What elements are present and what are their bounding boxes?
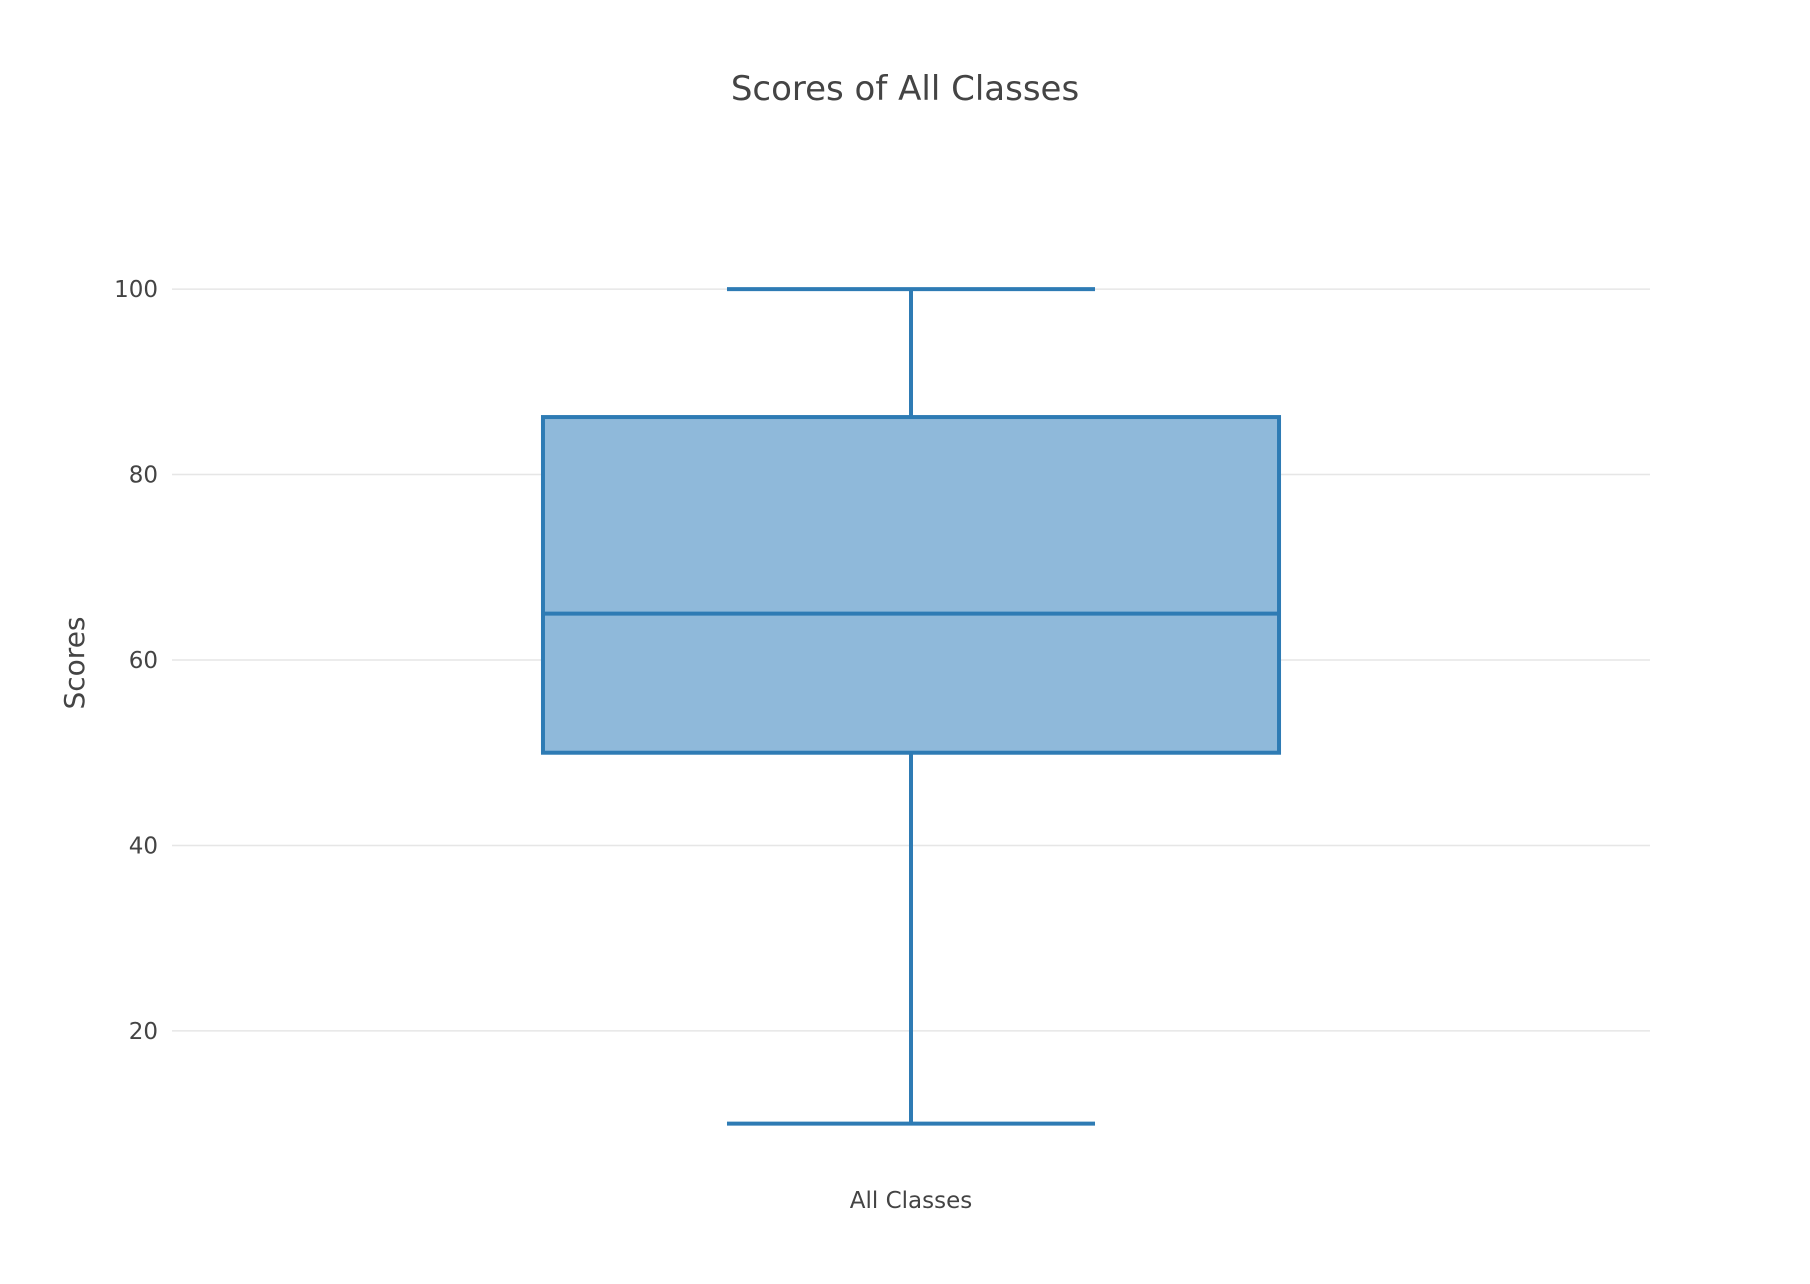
y-tick-label: 40 [129,833,158,859]
chart-title: Scores of All Classes [731,69,1079,109]
iqr-box [540,415,1282,755]
x-tick-label: All Classes [850,1188,972,1214]
y-tick-label: 100 [114,277,158,303]
x-tick-labels: All Classes [850,1188,972,1214]
y-axis-title: Scores [58,616,91,709]
box-traces [540,287,1282,1126]
y-tick-label: 20 [129,1019,158,1045]
y-tick-labels: 20 40 60 80 100 [114,277,158,1045]
y-tick-label: 80 [129,463,158,489]
y-tick-label: 60 [129,648,158,674]
